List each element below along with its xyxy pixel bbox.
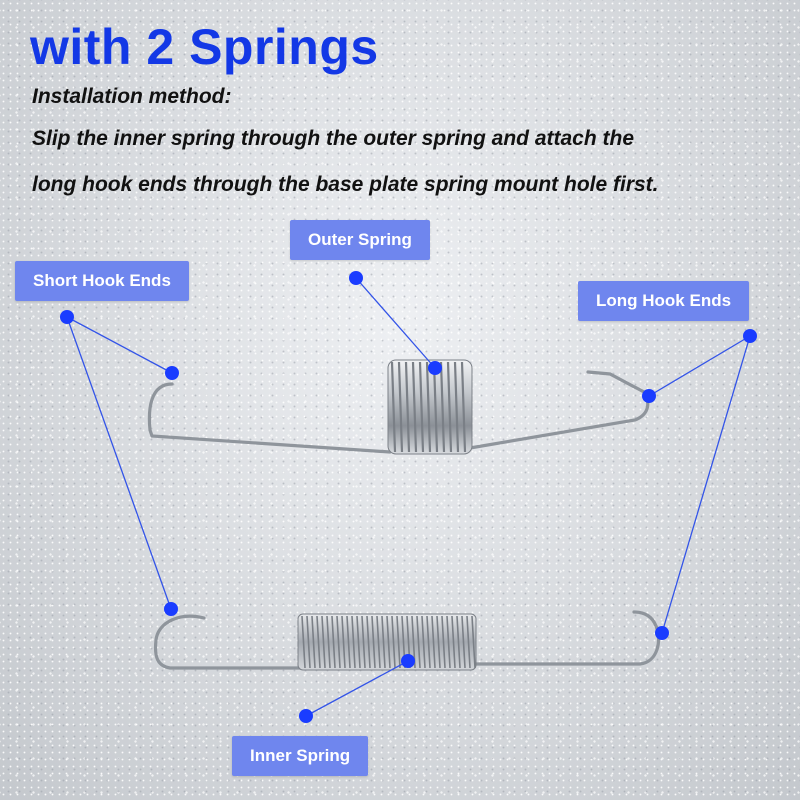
coil-winding: [431, 615, 436, 669]
leader-inner-spring: [305, 660, 409, 717]
coil-winding: [418, 361, 425, 453]
leader-long-hook-upper: [648, 335, 751, 397]
coil-winding: [361, 615, 366, 669]
outer-spring-long-hook: [468, 370, 650, 450]
coil-winding: [391, 615, 396, 669]
coil-winding: [456, 615, 461, 669]
instruction-line-1: Slip the inner spring through the outer …: [32, 127, 635, 150]
instruction-line-2: long hook ends through the base plate sp…: [32, 173, 659, 196]
marker-dot-inner-spring-label: [299, 709, 313, 723]
coil-winding: [346, 615, 351, 669]
coil-winding: [404, 361, 411, 453]
coil-winding: [390, 361, 397, 453]
outer-spring-short-hook: [147, 382, 392, 454]
label-long-hook-ends: Long Hook Ends: [578, 281, 750, 321]
coil-winding: [306, 615, 311, 669]
leader-long-hook-lower: [661, 335, 751, 634]
coil-winding: [326, 615, 331, 669]
coil-winding: [321, 615, 326, 669]
coil-winding: [397, 361, 404, 453]
coil-winding: [471, 615, 476, 669]
label-inner-spring: Inner Spring: [232, 736, 369, 776]
coil-winding: [460, 361, 467, 453]
coil-winding: [439, 361, 446, 453]
marker-dot-short-hook-lower: [164, 602, 178, 616]
label-outer-spring: Outer Spring: [290, 220, 430, 260]
leader-outer-spring: [355, 277, 436, 369]
coil-winding: [376, 615, 381, 669]
coil-winding: [461, 615, 466, 669]
coil-winding: [451, 615, 456, 669]
coil-winding: [453, 361, 460, 453]
coil-winding: [341, 615, 346, 669]
marker-dot-outer-spring-label: [349, 271, 363, 285]
coil-winding: [396, 615, 401, 669]
inner-spring-long-hook: [472, 610, 661, 666]
marker-dots: [60, 271, 757, 723]
outer-spring: [147, 359, 650, 455]
coil-winding: [436, 615, 441, 669]
coil-winding: [441, 615, 446, 669]
label-short-hook-ends: Short Hook Ends: [15, 261, 189, 301]
coil-winding: [446, 615, 451, 669]
marker-dot-long-hook-label: [743, 329, 757, 343]
coil-winding: [416, 615, 421, 669]
marker-dot-outer-spring: [428, 361, 442, 375]
coil-winding: [446, 361, 453, 453]
leader-short-hook-lower: [66, 316, 172, 610]
coil-winding: [425, 361, 432, 453]
coil-winding: [311, 615, 316, 669]
leader-short-hook-upper: [66, 316, 173, 374]
coil-winding: [356, 615, 361, 669]
headline: with 2 Springs: [30, 19, 379, 75]
coil-winding: [386, 615, 391, 669]
inner-spring: [153, 610, 661, 671]
coil-winding: [421, 615, 426, 669]
coil-winding: [336, 615, 341, 669]
marker-dot-short-hook-label: [60, 310, 74, 324]
coil-winding: [351, 615, 356, 669]
inner-spring-short-hook: [153, 614, 302, 670]
marker-dot-short-hook-upper: [165, 366, 179, 380]
coil-winding: [331, 615, 336, 669]
coil-winding: [301, 615, 306, 669]
coil-winding: [432, 361, 439, 453]
marker-dot-long-hook-upper: [642, 389, 656, 403]
installation-title: Installation method:: [32, 85, 232, 108]
coil-winding: [366, 615, 371, 669]
coil-winding: [371, 615, 376, 669]
coil-winding: [316, 615, 321, 669]
coil-winding: [426, 615, 431, 669]
marker-dot-long-hook-lower: [655, 626, 669, 640]
coil-winding: [411, 361, 418, 453]
marker-dot-inner-spring: [401, 654, 415, 668]
coil-winding: [466, 615, 471, 669]
leader-lines: [66, 277, 751, 717]
coil-winding: [381, 615, 386, 669]
